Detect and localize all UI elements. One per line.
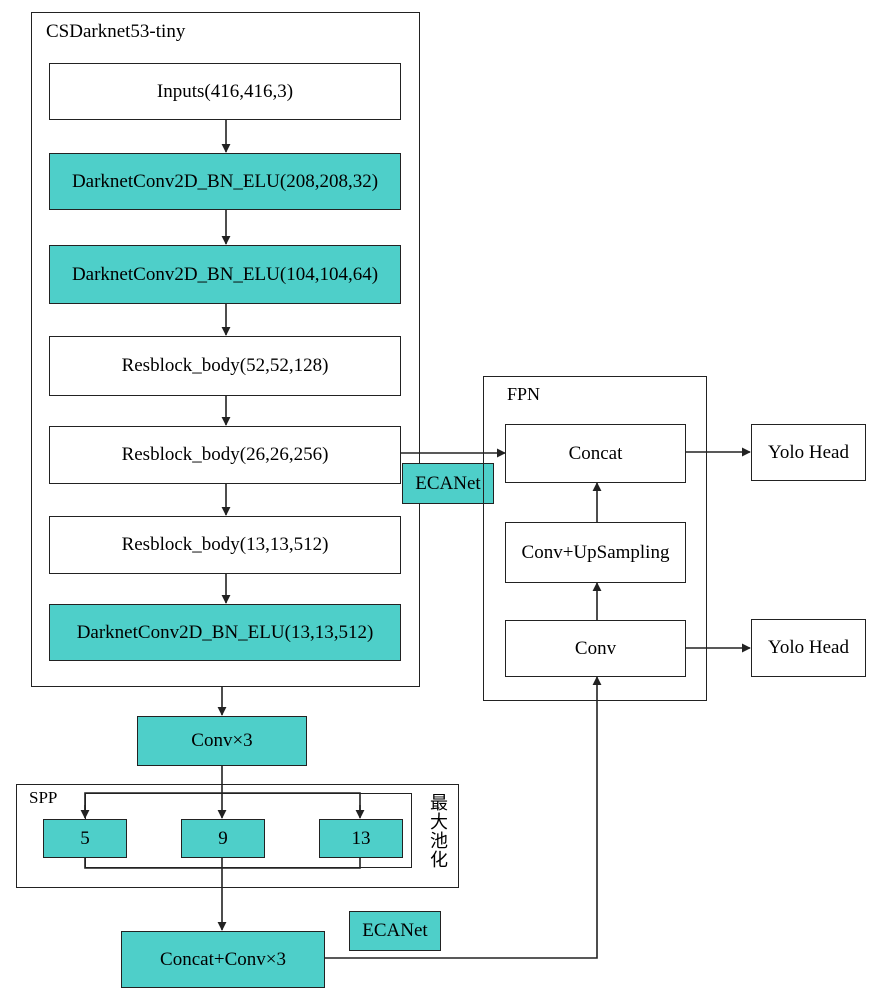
yolo-head-top: Yolo Head [751,424,866,481]
yolo-head-bottom: Yolo Head [751,619,866,677]
ecanet-mid: ECANet [402,463,494,504]
layer-resblock-52: Resblock_body(52,52,128) [49,336,401,396]
fpn-concat: Concat [505,424,686,483]
layer-resblock-26: Resblock_body(26,26,256) [49,426,401,484]
spp-frame [16,784,459,888]
pool-9: 9 [181,819,265,858]
ecanet-bottom: ECANet [349,911,441,951]
layer-darknetconv-208: DarknetConv2D_BN_ELU(208,208,32) [49,153,401,210]
layer-darknetconv-13: DarknetConv2D_BN_ELU(13,13,512) [49,604,401,661]
concat-conv-x3-block: Concat+Conv×3 [121,931,325,988]
layer-darknetconv-104: DarknetConv2D_BN_ELU(104,104,64) [49,245,401,304]
spp-title: SPP [29,788,58,807]
layer-inputs: Inputs(416,416,3) [49,63,401,120]
fpn-conv-upsampling: Conv+UpSampling [505,522,686,583]
fpn-title: FPN [507,384,541,404]
backbone-title: CSDarknet53-tiny [46,21,186,42]
max-pooling-label: 最大池化 [428,793,448,869]
conv-x3-block: Conv×3 [137,716,307,766]
backbone-frame [31,12,420,687]
fpn-frame [483,376,707,701]
pool-13: 13 [319,819,403,858]
pool-5: 5 [43,819,127,858]
layer-resblock-13: Resblock_body(13,13,512) [49,516,401,574]
fpn-conv: Conv [505,620,686,677]
